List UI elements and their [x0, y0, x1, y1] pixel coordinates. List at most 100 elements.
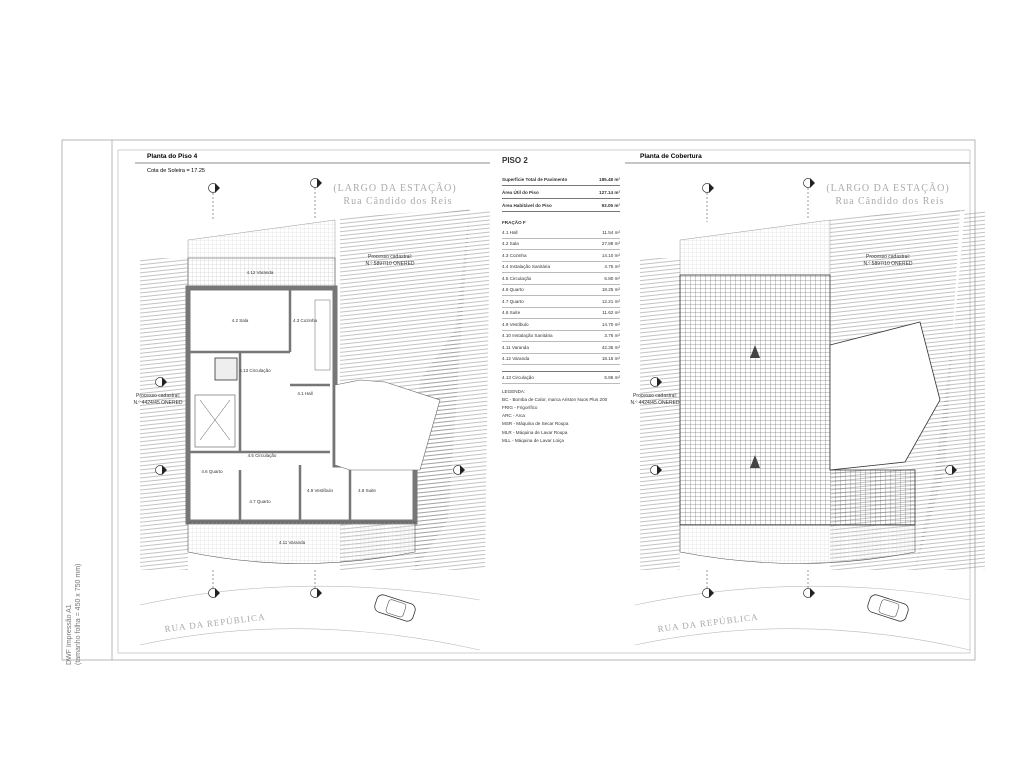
- room-circulacao-2: 4.13 Circulação: [239, 368, 271, 373]
- legend-item: MLL - Máquina de Lavar Loiça: [502, 437, 564, 443]
- row-label: 4.7 Quarto: [502, 298, 524, 304]
- row-label: 4.10 Instalação Sanitária: [502, 333, 553, 339]
- row-value: 14.10 m²: [601, 252, 620, 258]
- row-label: 4.3 Cozinha: [502, 252, 527, 258]
- room-sala: 4.2 Sala: [232, 318, 249, 323]
- row-value: 14.70 m²: [601, 321, 620, 327]
- table-row: 4.2 Sala 27.88 m²: [502, 239, 620, 250]
- section-marker-icon: [803, 587, 816, 599]
- room-varanda-top: 4.12 Varanda: [247, 270, 274, 275]
- cadastre-right-label: Processo cadastral:: [368, 254, 412, 260]
- row-value: 6.80 m²: [604, 275, 620, 281]
- table-row: 4.4 Instalação Sanitária 4.75 m²: [502, 262, 620, 273]
- room-suite: 4.8 Suite: [358, 488, 376, 493]
- row-label: 4.6 Quarto: [502, 287, 524, 293]
- row-value: 127.14 m²: [599, 189, 620, 195]
- row-value: 93.05 m²: [601, 202, 620, 208]
- section-marker-icon: [208, 182, 221, 194]
- slope-arrow-icon: [750, 345, 760, 468]
- legend-item: MSR - Máquina de Secar Roupa: [502, 421, 569, 427]
- row-value: 185.48 m²: [599, 176, 620, 182]
- legend: LEGENDA: BC - Bomba de Calor, marca Aris…: [502, 388, 620, 445]
- row-label: 4.9 Vestíbulo: [502, 321, 529, 327]
- street-label-largo: (LARGO DA ESTAÇÃO): [826, 182, 949, 194]
- cadastre-right-number: N.º 5897/10 ONERED: [863, 261, 912, 267]
- section-marker-icon: [702, 587, 715, 599]
- table-row: Superfície Total de Pavimento 185.48 m²: [502, 173, 620, 186]
- legend-item: FRIG - Frigorífico: [502, 404, 538, 410]
- room-hall: 4.1 Hall: [297, 391, 312, 396]
- section-marker-icon: [208, 587, 221, 599]
- right-plan-title: Planta de Cobertura: [640, 153, 702, 160]
- room-cozinha: 4.3 Cozinha: [293, 318, 318, 323]
- cadastre-right-label: Processo cadastral:: [866, 254, 910, 260]
- row-label: Superfície Total de Pavimento: [502, 176, 568, 182]
- roof-courtyard: [829, 321, 941, 471]
- print-note-line-1: DWF Impressão A1: [66, 604, 73, 665]
- row-value: 27.88 m²: [601, 241, 620, 247]
- row-value: 42.35 m²: [601, 344, 620, 350]
- divider: [502, 365, 620, 372]
- section-heading: FRAÇÃO F: [502, 220, 526, 225]
- room-quarto-1: 4.6 Quarto: [201, 469, 223, 474]
- neighbour-hatch-right: [340, 208, 490, 570]
- row-label: 4.12 Varanda: [502, 356, 530, 362]
- row-label: 4.2 Sala: [502, 241, 519, 247]
- table-row: 4.5 Circulação 6.80 m²: [502, 273, 620, 285]
- legend-item: BC - Bomba de Calor, marca Ariston Nuos …: [502, 396, 608, 402]
- room-varanda-bottom: 4.11 Varanda: [279, 540, 306, 545]
- varanda-top: [187, 257, 336, 289]
- table-title: PISO 2: [502, 156, 528, 165]
- legend-item: MLR - Máquina de Lavar Roupa: [502, 429, 568, 435]
- table-row: Área Útil do Piso 127.14 m²: [502, 186, 620, 199]
- room-quarto-2: 4.7 Quarto: [249, 499, 271, 504]
- table-row: 4.12 Varanda 18.15 m²: [502, 354, 620, 365]
- street-label-republica: RUA DA REPÚBLICA: [164, 612, 266, 634]
- row-value: 4.75 m²: [604, 264, 620, 270]
- section-marker-icon: [310, 587, 323, 599]
- row-value: 11.54 m²: [602, 229, 620, 235]
- street-label-republica: RUA DA REPÚBLICA: [657, 612, 759, 634]
- row-label: Área Útil do Piso: [502, 189, 539, 195]
- legend-item: ARC - Arca: [502, 413, 525, 419]
- section-marker-icon: [310, 177, 323, 189]
- table-row: 4.8 Suite 11.62 m²: [502, 308, 620, 319]
- table-row: 4.9 Vestíbulo 14.70 m²: [502, 319, 620, 331]
- section-marker-icon: [803, 177, 816, 189]
- street-label-candido: Rua Cândido dos Reis: [343, 196, 452, 207]
- roof-plan: Processo cadastral: N.º 5897/10 ONERED P…: [630, 177, 985, 651]
- car-icon: [374, 594, 416, 622]
- cadastre-left-label: Processo cadastral:: [633, 393, 677, 399]
- section-marker-icon: [702, 182, 715, 194]
- print-note: DWF Impressão A1 (tamanho folha = 450 x …: [65, 564, 83, 665]
- left-plan-subtitle: Cota de Soleira = 17.25: [147, 168, 205, 174]
- cadastre-left-number: N.º 4424/45 ONERED: [133, 400, 182, 406]
- row-label: 4.5 Circulação: [502, 275, 532, 281]
- room-circulacao: 4.5 Circulação: [248, 453, 277, 458]
- row-value: 11.62 m²: [602, 310, 620, 316]
- cadastre-left-label: Processo cadastral:: [136, 393, 180, 399]
- legend-title: LEGENDA:: [502, 388, 526, 394]
- varanda-bottom: [187, 521, 416, 564]
- street-label-candido: Rua Cândido dos Reis: [835, 196, 944, 207]
- floor-plan-piso-4: 4.2 Sala 4.3 Cozinha 4.1 Hall 4.13 Circu…: [133, 177, 490, 651]
- row-label: 4.4 Instalação Sanitária: [502, 264, 551, 270]
- room-vestibulo: 4.9 Vestíbulo: [307, 488, 334, 493]
- print-note-line-2: (tamanho folha = 450 x 750 mm): [75, 563, 82, 665]
- table-row: 4.10 Instalação Sanitária 3.76 m²: [502, 331, 620, 342]
- row-value: 5.86 m²: [604, 374, 620, 380]
- cadastre-left-number: N.º 4424/45 ONERED: [630, 400, 679, 406]
- row-label: 4.8 Suite: [502, 310, 521, 316]
- table-row: 4.3 Cozinha 14.10 m²: [502, 250, 620, 262]
- row-value: 18.15 m²: [601, 356, 620, 362]
- street-label-largo: (LARGO DA ESTAÇÃO): [333, 182, 456, 194]
- neighbour-hatch-left: [140, 258, 188, 570]
- row-value: 3.76 m²: [604, 333, 620, 339]
